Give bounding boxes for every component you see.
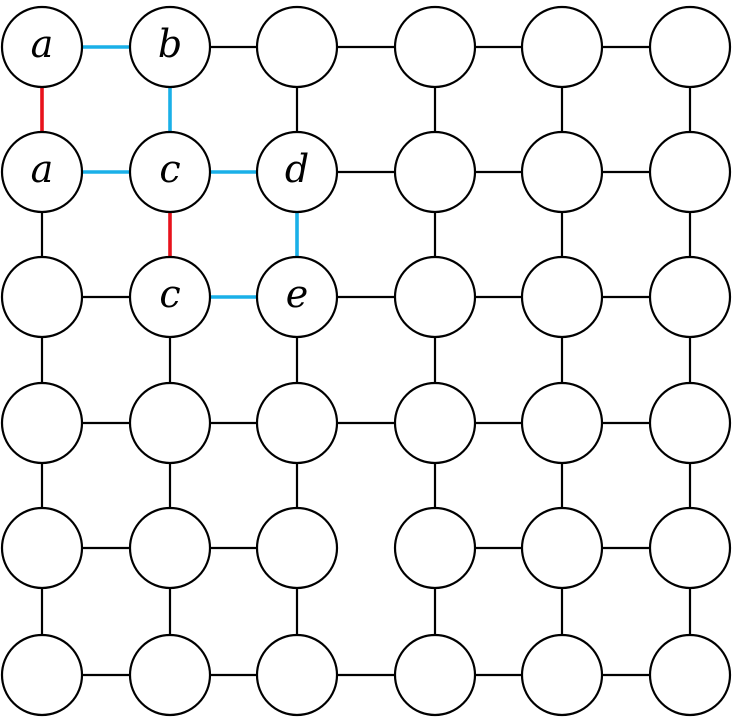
node-r1c0: a (0, 130, 84, 214)
node-circle (648, 5, 732, 89)
node-circle (393, 506, 477, 590)
node-circle (255, 255, 339, 339)
node-r4c3 (393, 506, 477, 590)
node-label: c (159, 147, 180, 191)
node-r4c2 (255, 506, 339, 590)
node-circle (0, 5, 84, 89)
node-r4c5 (648, 506, 732, 590)
node-r2c1: c (128, 255, 212, 339)
node-circle (520, 506, 604, 590)
node-label: c (159, 272, 180, 316)
node-circle (393, 633, 477, 717)
node-circle (520, 633, 604, 717)
node-circle (128, 255, 212, 339)
node-r1c3 (393, 130, 477, 214)
node-circle (648, 255, 732, 339)
node-label: e (286, 272, 309, 316)
node-circle (520, 5, 604, 89)
node-circle (393, 381, 477, 465)
node-r3c4 (520, 381, 604, 465)
node-r3c0 (0, 381, 84, 465)
node-circle (255, 633, 339, 717)
node-label: a (31, 22, 54, 66)
node-r3c5 (648, 381, 732, 465)
node-r0c3 (393, 5, 477, 89)
node-circle (393, 130, 477, 214)
node-circle (128, 5, 212, 89)
node-circle (0, 633, 84, 717)
node-r2c3 (393, 255, 477, 339)
node-r0c2 (255, 5, 339, 89)
node-circle (0, 130, 84, 214)
node-circle (255, 381, 339, 465)
node-circle (520, 130, 604, 214)
edges-layer (40, 45, 692, 677)
node-circle (648, 633, 732, 717)
node-circle (128, 633, 212, 717)
node-r1c2: d (255, 130, 339, 214)
node-r1c5 (648, 130, 732, 214)
node-circle (393, 5, 477, 89)
node-circle (255, 5, 339, 89)
node-circle (0, 255, 84, 339)
node-label: d (285, 147, 309, 191)
node-circle (0, 506, 84, 590)
node-r5c0 (0, 633, 84, 717)
node-r0c5 (648, 5, 732, 89)
nodes-layer: a b a c d c e (0, 5, 732, 717)
node-circle (520, 255, 604, 339)
node-r5c3 (393, 633, 477, 717)
node-r2c0 (0, 255, 84, 339)
node-label: b (158, 22, 182, 66)
node-r2c5 (648, 255, 732, 339)
node-circle (0, 381, 84, 465)
node-r5c2 (255, 633, 339, 717)
node-circle (648, 130, 732, 214)
node-circle (255, 506, 339, 590)
node-r0c1: b (128, 5, 212, 89)
node-r2c4 (520, 255, 604, 339)
node-r4c4 (520, 506, 604, 590)
node-r3c2 (255, 381, 339, 465)
node-circle (128, 506, 212, 590)
node-circle (255, 130, 339, 214)
node-circle (393, 255, 477, 339)
node-r2c2: e (255, 255, 339, 339)
node-r5c5 (648, 633, 732, 717)
node-r1c4 (520, 130, 604, 214)
node-r4c1 (128, 506, 212, 590)
node-label: a (31, 147, 54, 191)
node-r5c1 (128, 633, 212, 717)
node-r5c4 (520, 633, 604, 717)
node-r3c1 (128, 381, 212, 465)
node-r0c0: a (0, 5, 84, 89)
node-circle (128, 130, 212, 214)
node-r1c1: c (128, 130, 212, 214)
node-r3c3 (393, 381, 477, 465)
node-r0c4 (520, 5, 604, 89)
node-r4c0 (0, 506, 84, 590)
node-circle (128, 381, 212, 465)
node-circle (648, 381, 732, 465)
node-circle (520, 381, 604, 465)
node-circle (648, 506, 732, 590)
